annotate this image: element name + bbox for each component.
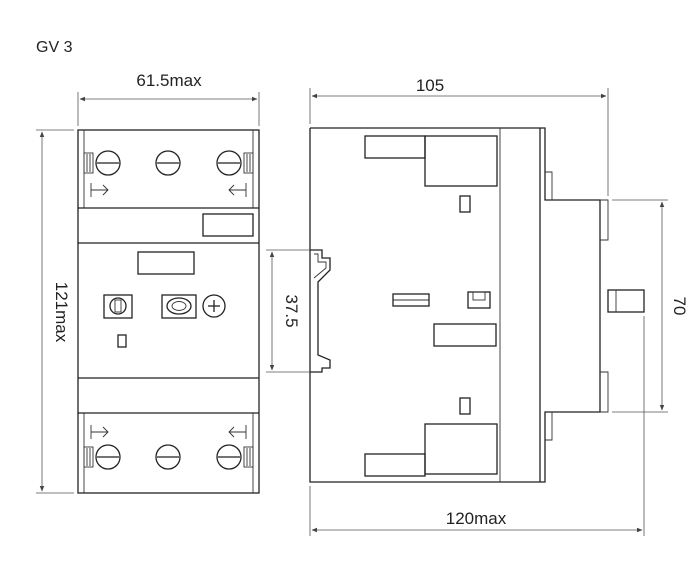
dimension-label: 120max (446, 509, 507, 528)
dimension-rail-height: 37.5 (266, 249, 310, 373)
dimension-label: 61.5max (136, 71, 202, 90)
bottom-terminal-center (155, 444, 181, 470)
top-terminal-center (155, 150, 181, 176)
dimension-label: 105 (416, 76, 444, 95)
top-terminal-right (216, 150, 254, 176)
front-view (77, 129, 260, 494)
dimension-side-total-width: 120max (309, 316, 645, 536)
plus-knob-icon (202, 294, 226, 318)
dimension-front-height: 121max (36, 129, 74, 494)
side-outline (309, 127, 601, 483)
dimension-side-top-width: 105 (309, 76, 609, 196)
bottom-terminal-right (216, 444, 254, 470)
bottom-terminal-left (83, 444, 121, 470)
dimension-label: 121max (52, 282, 71, 343)
arrow-left-icon (228, 425, 247, 439)
indicator-slot (117, 334, 127, 348)
arrow-right-icon (90, 425, 109, 439)
side-view (309, 127, 645, 483)
dial-button-icon (161, 294, 197, 319)
dimension-front-width: 61.5max (77, 71, 260, 126)
drawing-title: GV 3 (36, 39, 73, 56)
dimension-side-right-height: 70 (612, 199, 689, 413)
top-terminal-left (83, 150, 121, 176)
arrow-right-icon (90, 183, 109, 197)
dimension-label: 70 (670, 297, 689, 316)
din-rail-clip (310, 249, 331, 373)
arrow-left-icon (228, 183, 247, 197)
reset-button-icon (103, 294, 133, 319)
side-shaft (607, 289, 645, 313)
front-label-window (137, 251, 195, 275)
front-outline (77, 129, 260, 494)
dimension-label: 37.5 (282, 294, 301, 327)
front-upper-window (202, 213, 254, 237)
